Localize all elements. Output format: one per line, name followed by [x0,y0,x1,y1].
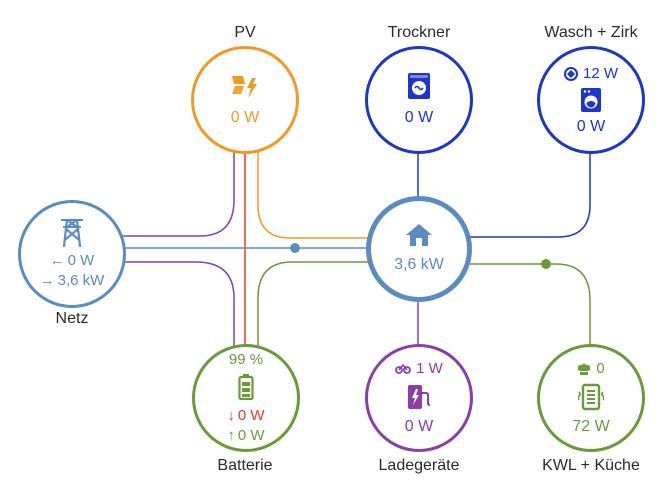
batterie-charge-arrow-icon: ↑ [227,427,235,444]
netz-node[interactable]: ← 0 W → 3,6 kW [18,200,126,308]
ladegeraete-label: Ladegeräte [378,457,460,474]
flow-line-pv-home [257,150,372,239]
pv-node[interactable]: 0 W [191,46,299,154]
ladegeraete-value: 0 W [404,418,434,435]
kwl-secondary-value: 0 [596,360,605,377]
tumble-dryer-icon [408,73,430,99]
batterie-discharge-arrow-icon: ↓ [227,407,235,424]
battery-high-icon [238,374,254,400]
netz-import-value: 0 W [67,252,95,269]
flow-line-kwl [470,263,591,344]
batterie-discharge-value: 0 W [237,407,265,424]
kwl-value: 72 W [572,418,610,435]
netz-export-value: 3,6 kW [57,272,105,289]
wasch-label: Wasch + Zirk [544,24,638,41]
ev-charger-icon [408,385,431,409]
netz-export-arrow-icon: → [39,272,55,289]
washing-machine-icon [581,87,601,112]
batterie-node[interactable]: 99 % ↓ 0 W ↑ 0 W [192,344,300,452]
batterie-soc: 99 % [228,351,264,368]
solar-panel-lightning-icon [232,76,257,98]
pump-icon [563,66,578,81]
flow-line-grid-battery [122,261,235,346]
air-filter-icon [578,383,604,411]
trockner-value: 0 W [404,109,434,126]
ladegeraete-node[interactable]: 1 W 0 W [365,344,473,452]
kwl-label: KWL + Küche [542,457,640,474]
bicycle-fan-icon [395,363,412,374]
flow-line-wasch [470,152,591,238]
home-value: 3,6 kW [394,256,444,273]
chef-hat-icon [578,363,591,375]
home-node[interactable]: 3,6 kW [366,196,472,302]
batterie-label: Batterie [217,457,273,474]
pv-label: PV [234,24,256,41]
wasch-secondary-value: 12 W [582,64,618,82]
netz-import-arrow-icon: ← [49,252,65,269]
pv-value: 0 W [230,109,260,126]
wasch-node[interactable]: 12 W 0 W [537,46,645,154]
wasch-value: 0 W [576,117,606,135]
flow-line-battery-home [257,261,372,346]
flow-dot-kwl [541,259,551,269]
batterie-charge-value: 0 W [237,427,265,444]
ladegeraete-secondary-value: 1 W [416,360,443,377]
netz-label: Netz [55,310,89,327]
transmission-tower-icon [60,218,84,247]
flow-line-pv-grid [122,150,235,237]
flow-dot-grid-home [290,243,300,253]
trockner-label: Trockner [387,24,451,41]
kwl-node[interactable]: 0 72 W [537,344,645,452]
home-icon [406,224,432,246]
trockner-node[interactable]: 0 W [365,46,473,154]
